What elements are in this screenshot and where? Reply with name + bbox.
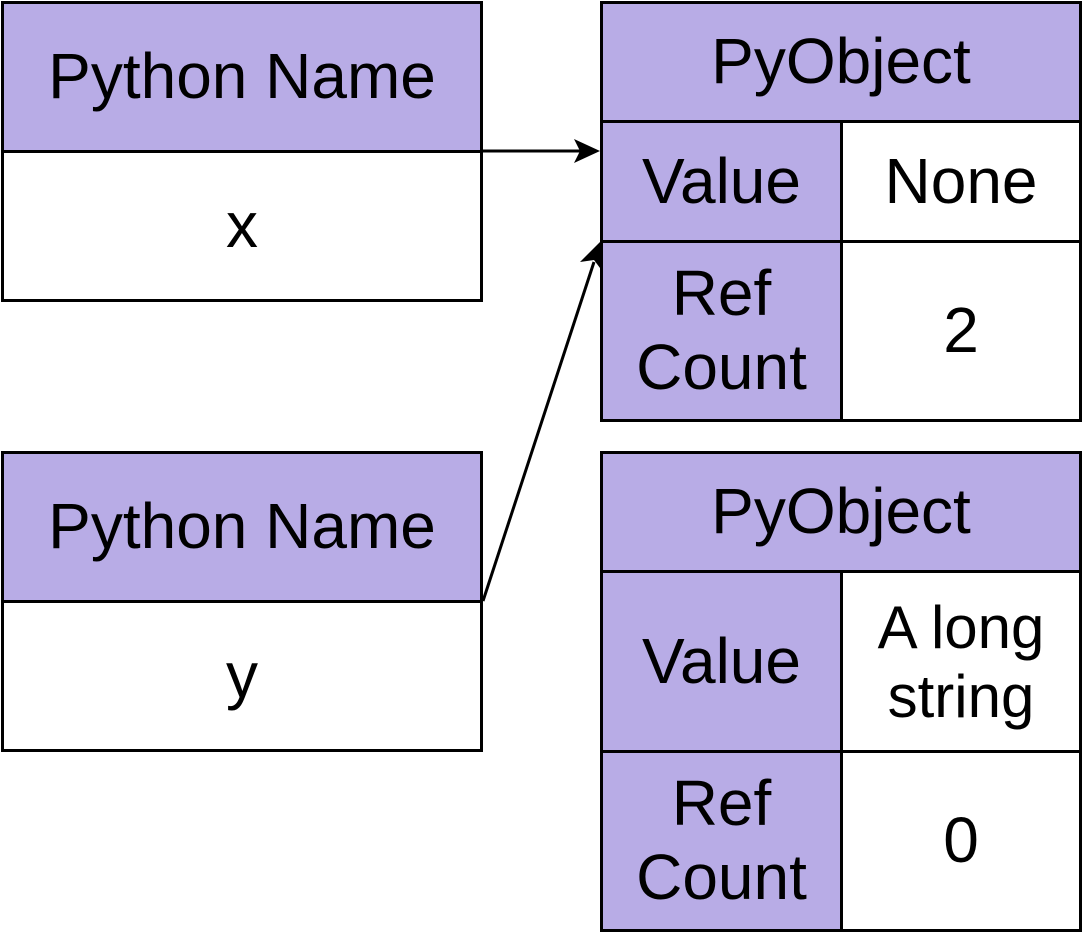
pyobject-2-header-label: PyObject xyxy=(711,475,971,548)
pyobject-2-refcount: 0 xyxy=(943,804,979,877)
arrow-x-head xyxy=(574,139,600,163)
pyobject-2-value-line2: string xyxy=(887,662,1035,730)
name-y-value: y xyxy=(226,639,258,712)
arrow-x-to-pyobject-1 xyxy=(483,139,600,163)
pyobject-1-header: PyObject xyxy=(600,1,1082,123)
arrow-y-head xyxy=(580,242,603,272)
name-y-header-label: Python Name xyxy=(48,490,436,563)
pyobject-2-refcount-label-line2: Count xyxy=(636,841,807,913)
pyobject-1-refcount-label-cell: Ref Count xyxy=(600,240,843,422)
pyobject-2-refcount-label-cell: Ref Count xyxy=(600,750,843,932)
pyobject-2-refcount-cell: 0 xyxy=(840,750,1082,932)
pyobject-1-refcount: 2 xyxy=(943,294,979,367)
pyobject-1-value: None xyxy=(884,144,1038,217)
arrow-y-line xyxy=(481,261,596,602)
pyobject-1-refcount-label-line2: Count xyxy=(636,331,807,403)
arrow-y-to-pyobject-1 xyxy=(481,242,603,602)
pyobject-1-refcount-label-line1: Ref xyxy=(671,257,772,330)
name-x-header: Python Name xyxy=(1,1,483,153)
name-x-value: x xyxy=(226,189,258,262)
pyobject-2-value-label: Value xyxy=(642,624,801,697)
pyobject-1-value-label: Value xyxy=(642,144,801,217)
name-x-value-cell: x xyxy=(1,150,483,302)
pyobject-2-refcount-label-line1: Ref xyxy=(671,767,772,840)
pyobject-1-value-cell: None xyxy=(840,120,1082,243)
pyobject-1-refcount-cell: 2 xyxy=(840,240,1082,422)
name-x-header-label: Python Name xyxy=(48,40,436,113)
name-y-value-cell: y xyxy=(1,600,483,752)
pyobject-2-header: PyObject xyxy=(600,451,1082,573)
pyobject-1-header-label: PyObject xyxy=(711,25,971,98)
name-y-header: Python Name xyxy=(1,451,483,603)
pyobject-2-value-label-cell: Value xyxy=(600,570,843,753)
pyobject-2-value-line1: A long xyxy=(877,593,1045,661)
pyobject-1-value-label-cell: Value xyxy=(600,120,843,243)
